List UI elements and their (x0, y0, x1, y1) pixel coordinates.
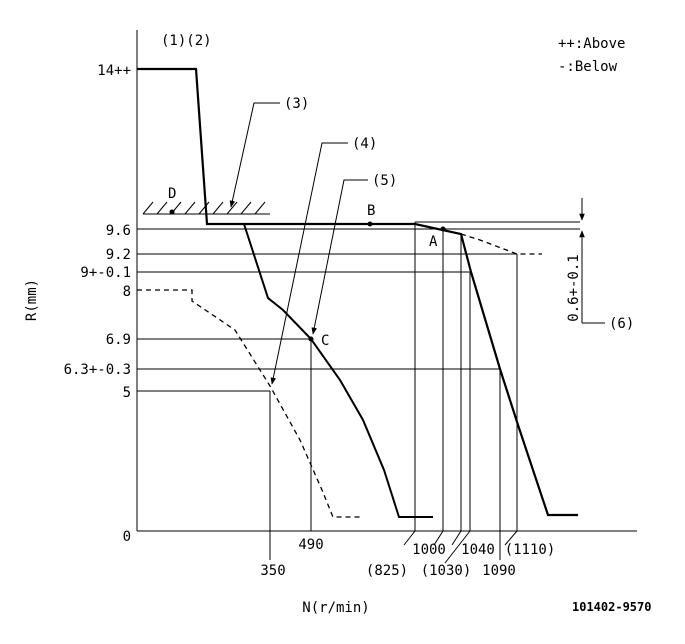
diagram-code: 101402-9570 (572, 600, 651, 614)
point-b-marker (367, 221, 373, 227)
horizontal-reference-lines (137, 221, 580, 392)
point-d-marker (169, 209, 175, 215)
x-tick-1030: (1030) (421, 563, 472, 579)
legend-above: ++:Above (558, 36, 625, 52)
callout-3-label: (3) (284, 96, 309, 112)
x-tick-350: 350 (260, 563, 285, 579)
x-tick-1110: (1110) (505, 542, 556, 558)
x-tick-1000: 1000 (412, 542, 446, 558)
point-d-label: D (168, 186, 176, 202)
torque-curve (243, 223, 433, 518)
y-tick-6-9: 6.9 (106, 332, 131, 348)
callout-4-label: (4) (352, 136, 377, 152)
y-axis-label: R(mm) (24, 279, 40, 321)
callout-4-leader (270, 142, 348, 385)
y-tick-9-6: 9.6 (106, 223, 131, 239)
x-axis-label: N(r/min) (302, 600, 369, 616)
y-tick-14: 14++ (97, 63, 131, 79)
main-curve (137, 67, 578, 517)
callout-3-leader (229, 102, 280, 208)
overrun-curve-dashed (460, 233, 542, 255)
y-tick-9-2: 9.2 (106, 247, 131, 263)
callout-6-label: (6) (609, 316, 634, 332)
y-tick-8: 8 (123, 284, 131, 300)
callout-5-label: (5) (372, 173, 397, 189)
origin-label: 0 (123, 529, 131, 545)
y-tick-6-3: 6.3+-0.3 (64, 362, 131, 378)
point-c-marker (308, 336, 314, 342)
legend-below: -:Below (558, 59, 618, 75)
y-tick-5: 5 (123, 385, 131, 401)
x-tick-1040: 1040 (461, 542, 495, 558)
point-c-label: C (321, 333, 329, 349)
callout-5-leader (311, 179, 368, 335)
y-tick-9: 9+-0.1 (80, 265, 131, 281)
dimension-6 (579, 198, 605, 324)
point-b-label: B (367, 203, 375, 219)
note-top: (1)(2) (161, 33, 212, 49)
x-tick-1090: 1090 (482, 563, 516, 579)
idle-curve-dashed (137, 289, 363, 518)
x-tick-490: 490 (298, 537, 323, 553)
point-a-marker (440, 226, 446, 232)
dimension-6-value: 0.6+-0.1 (566, 254, 582, 321)
vertical-reference-lines (269, 222, 518, 560)
x-label-leaders (403, 530, 518, 564)
point-a-label: A (429, 234, 438, 250)
x-tick-825: (825) (366, 563, 408, 579)
